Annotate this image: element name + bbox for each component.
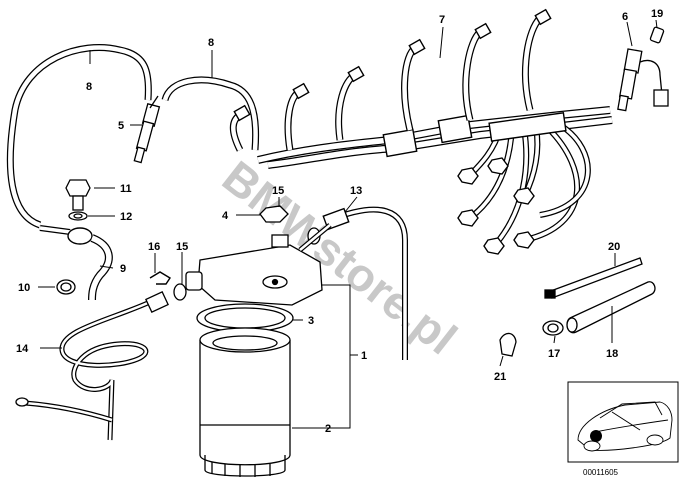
diagram-code: 00011605	[583, 468, 619, 477]
callout-2: 2	[325, 423, 331, 435]
callout-9: 9	[120, 263, 126, 275]
clip-part-16	[149, 271, 171, 285]
sealing-washer	[68, 211, 88, 221]
return-line-13	[298, 206, 408, 360]
leader-lines	[38, 19, 658, 429]
callout-4: 4	[222, 210, 229, 222]
callout-12: 12	[120, 211, 132, 223]
cable-tie-20	[544, 257, 643, 299]
callout-3: 3	[308, 315, 314, 327]
nut-part-4	[259, 205, 289, 223]
callout-5: 5	[118, 120, 124, 132]
callout-labels: 8 8 5 7 6 19 11 12 9 10 14 4 15 13 16 15…	[16, 8, 663, 435]
callout-15-upper: 15	[272, 185, 284, 197]
callout-15-lower: 15	[176, 241, 188, 253]
hose-clamp-10	[56, 279, 76, 295]
callout-18: 17	[548, 348, 560, 360]
callout-10: 10	[18, 282, 30, 294]
cap-part-19	[649, 26, 665, 44]
fuel-line-14	[15, 290, 169, 441]
leak-off-hoses	[6, 44, 260, 229]
injector-left	[133, 95, 161, 164]
callout-13: 13	[350, 185, 362, 197]
callout-8-left: 8	[86, 81, 92, 93]
callout-6: 6	[622, 11, 628, 23]
clip-part-21	[499, 332, 517, 357]
injector-right	[617, 48, 669, 112]
callout-7: 7	[439, 14, 445, 26]
o-ring-15-lower	[173, 283, 187, 301]
callout-17: 18	[606, 348, 618, 360]
callout-14: 14	[16, 343, 29, 355]
callout-16: 16	[148, 241, 160, 253]
hose-clamp-18	[542, 320, 564, 336]
fuel-hose-9	[39, 225, 113, 301]
callout-21: 21	[494, 371, 506, 383]
callout-11: 11	[120, 183, 132, 195]
location-marker-icon	[590, 430, 602, 442]
callout-8-upper: 8	[208, 37, 214, 49]
callout-20: 20	[608, 241, 620, 253]
banjo-bolt	[65, 179, 91, 211]
injection-lines-bundle	[229, 8, 613, 255]
vehicle-location-inset: 00011605	[567, 381, 679, 477]
fuel-filter-assembly	[185, 234, 323, 477]
callout-1: 1	[361, 350, 367, 362]
protective-sleeve-17	[566, 281, 656, 334]
callout-19: 19	[651, 8, 663, 20]
